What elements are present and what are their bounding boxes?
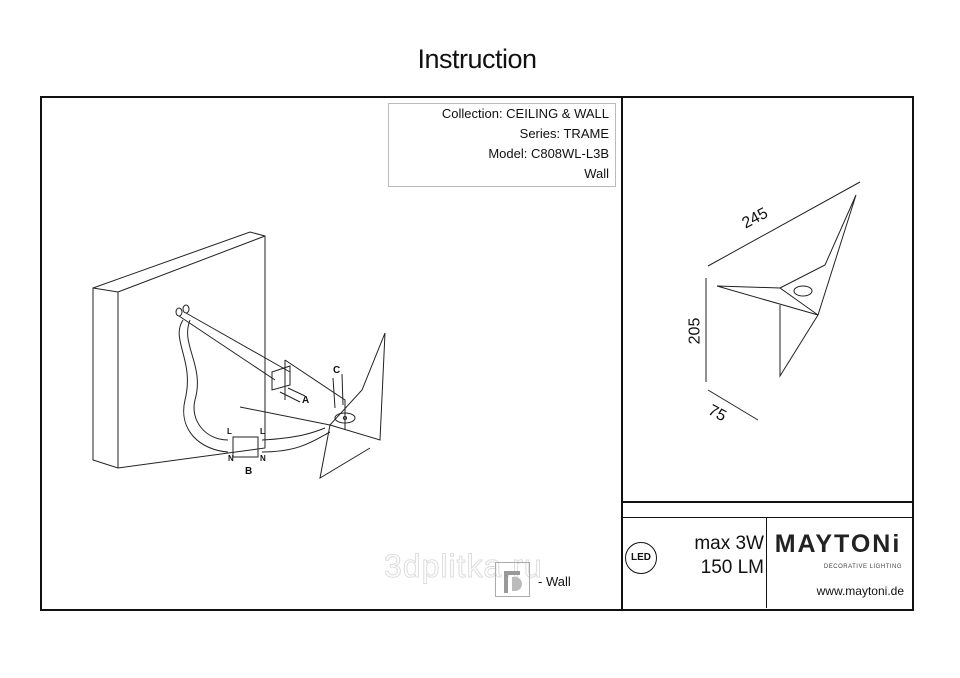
brand-logo: MAYTONi [774, 530, 902, 558]
label-l: L [260, 427, 265, 436]
label-c: C [333, 365, 341, 376]
divider [621, 96, 623, 609]
label-b: B [245, 466, 253, 477]
website: www.maytoni.de [816, 584, 904, 598]
wall-mount-icon [495, 562, 530, 597]
mount-type: Wall [584, 166, 609, 181]
led-icon: LED [625, 542, 657, 574]
series: Series: TRAME [519, 126, 609, 141]
model: Model: C808WL-L3B [488, 146, 609, 161]
brand-tagline: DECORATIVE LIGHTING [823, 564, 902, 570]
label-a: A [302, 395, 310, 406]
label-n: N [228, 454, 234, 463]
mount-label: - Wall [538, 574, 571, 589]
collection: Collection: CEILING & WALL [441, 106, 609, 121]
divider [766, 517, 767, 608]
sheet-frame [40, 96, 914, 611]
page-title: Instruction [417, 44, 537, 74]
power: max 3W [694, 533, 764, 554]
divider [622, 501, 912, 503]
dim-height: 205 [686, 317, 704, 345]
label-n: N [260, 454, 266, 463]
divider [622, 517, 912, 518]
lumens: 150 LM [700, 557, 764, 578]
product-info-box: Collection: CEILING & WALL Series: TRAME… [388, 103, 616, 187]
power-spec: max 3W 150 LM [670, 532, 764, 580]
label-l: L [227, 427, 232, 436]
